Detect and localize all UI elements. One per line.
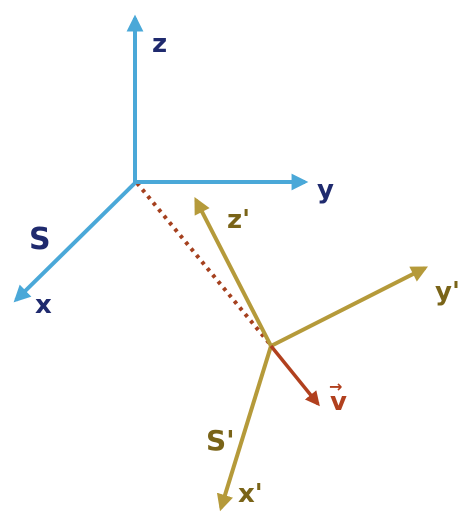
s-prime-x-axis bbox=[216, 345, 273, 512]
s-prime-frame-label: S' bbox=[206, 424, 235, 457]
s-prime-z-axis bbox=[194, 197, 273, 347]
s-prime-y-label: y' bbox=[435, 277, 460, 307]
s-z-label: z bbox=[152, 29, 167, 59]
origin-link-dotted bbox=[135, 181, 271, 345]
s-x-axis bbox=[13, 181, 137, 303]
s-frame-label: S bbox=[29, 222, 51, 257]
s-prime-z-label: z' bbox=[227, 205, 250, 235]
velocity-vector bbox=[269, 344, 320, 407]
velocity-arrow-glyph: → bbox=[329, 377, 342, 396]
s-y-label: y bbox=[317, 175, 334, 205]
s-prime-x-label: x' bbox=[238, 479, 263, 509]
s-prime-y-axis bbox=[270, 266, 428, 348]
s-x-label: x bbox=[35, 290, 52, 320]
velocity-label: v bbox=[330, 387, 347, 417]
